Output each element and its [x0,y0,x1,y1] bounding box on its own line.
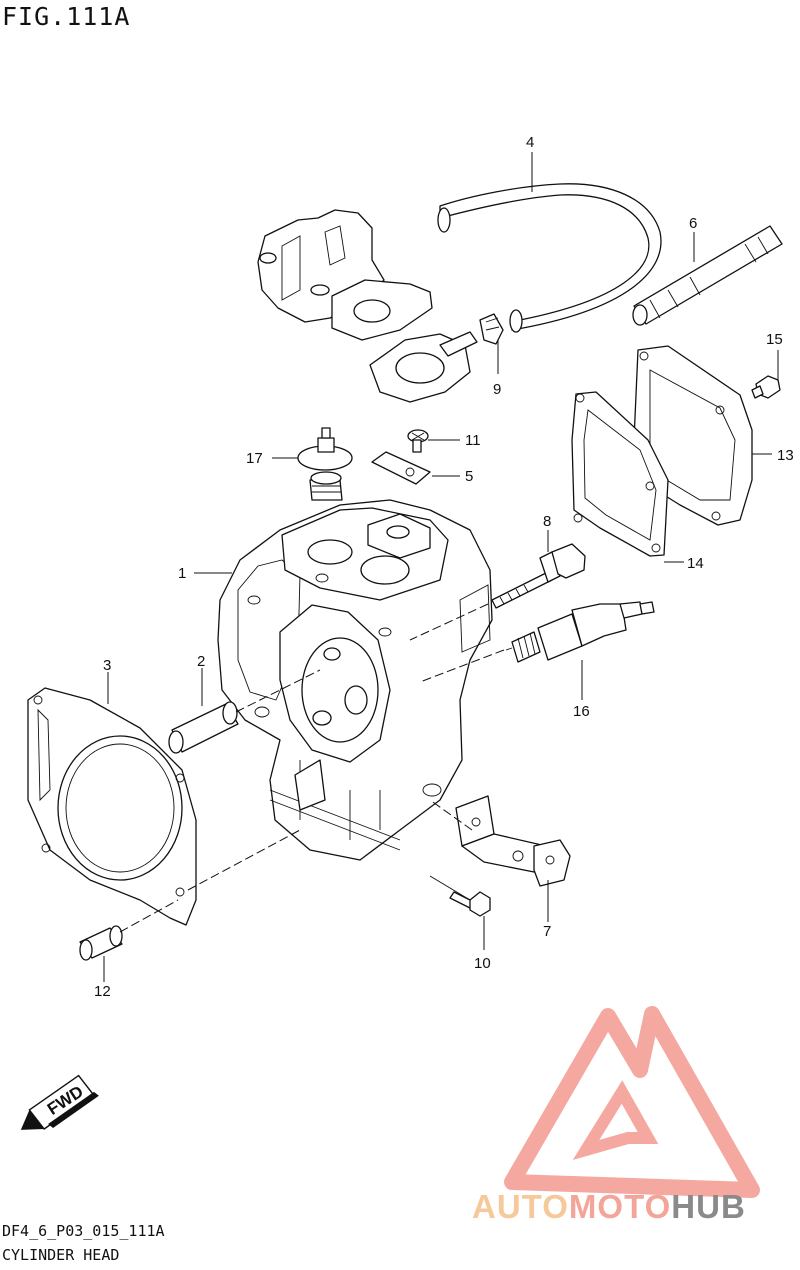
watermark-hub: HUB [671,1188,746,1225]
part-8-bolt [409,543,586,641]
part-14-gasket [571,391,669,557]
callout-15: 15 [766,331,783,348]
callout-1: 1 [178,565,186,582]
footer-diagram-name: CYLINDER HEAD [2,1246,120,1264]
callout-2: 2 [197,653,205,670]
part-9-clip [479,313,504,345]
callout-13: 13 [777,447,794,464]
part-12-dowel [79,899,179,961]
fwd-arrow-badge: FWD [20,1074,99,1130]
part-1-cylinder-head [217,499,493,861]
callout-4: 4 [526,134,534,151]
callout-16: 16 [573,703,590,720]
callout-8: 8 [543,513,551,530]
figure-title: FIG.111A [2,2,131,31]
part-10-bolt [449,891,491,917]
leader-lines [103,152,779,982]
callout-12: 12 [94,983,111,1000]
callout-6: 6 [689,215,697,232]
watermark-auto: AUTO [472,1188,569,1225]
callout-7: 7 [543,923,551,940]
callout-11: 11 [465,432,481,449]
watermark-moto: MOTO [568,1188,672,1225]
callout-9: 9 [493,381,501,398]
thermostat-cover [257,209,478,403]
callout-14: 14 [687,555,704,572]
part-6-rod [632,225,783,326]
part-15-bolt [751,375,781,399]
part-7-bracket [429,795,571,901]
part-16-spark-plug [419,601,655,683]
part-3-head-gasket [27,687,301,926]
part-5-plate [371,451,431,485]
callout-5: 5 [465,468,473,485]
callout-10: 10 [474,955,491,972]
part-17-thermostat [297,427,353,501]
part-4-hose [437,183,662,333]
callout-numbers: 4 6 9 15 13 14 8 11 5 17 1 2 3 16 7 10 1… [94,134,794,1000]
part-11-screw [407,429,429,453]
callout-17: 17 [246,450,263,467]
footer-diagram-code: DF4_6_P03_015_111A [2,1222,165,1240]
callout-3: 3 [103,657,111,674]
watermark-logo-icon [504,1006,760,1198]
part-2-dowel [168,669,321,754]
watermark-text: AUTOMOTOHUB [472,1188,746,1226]
